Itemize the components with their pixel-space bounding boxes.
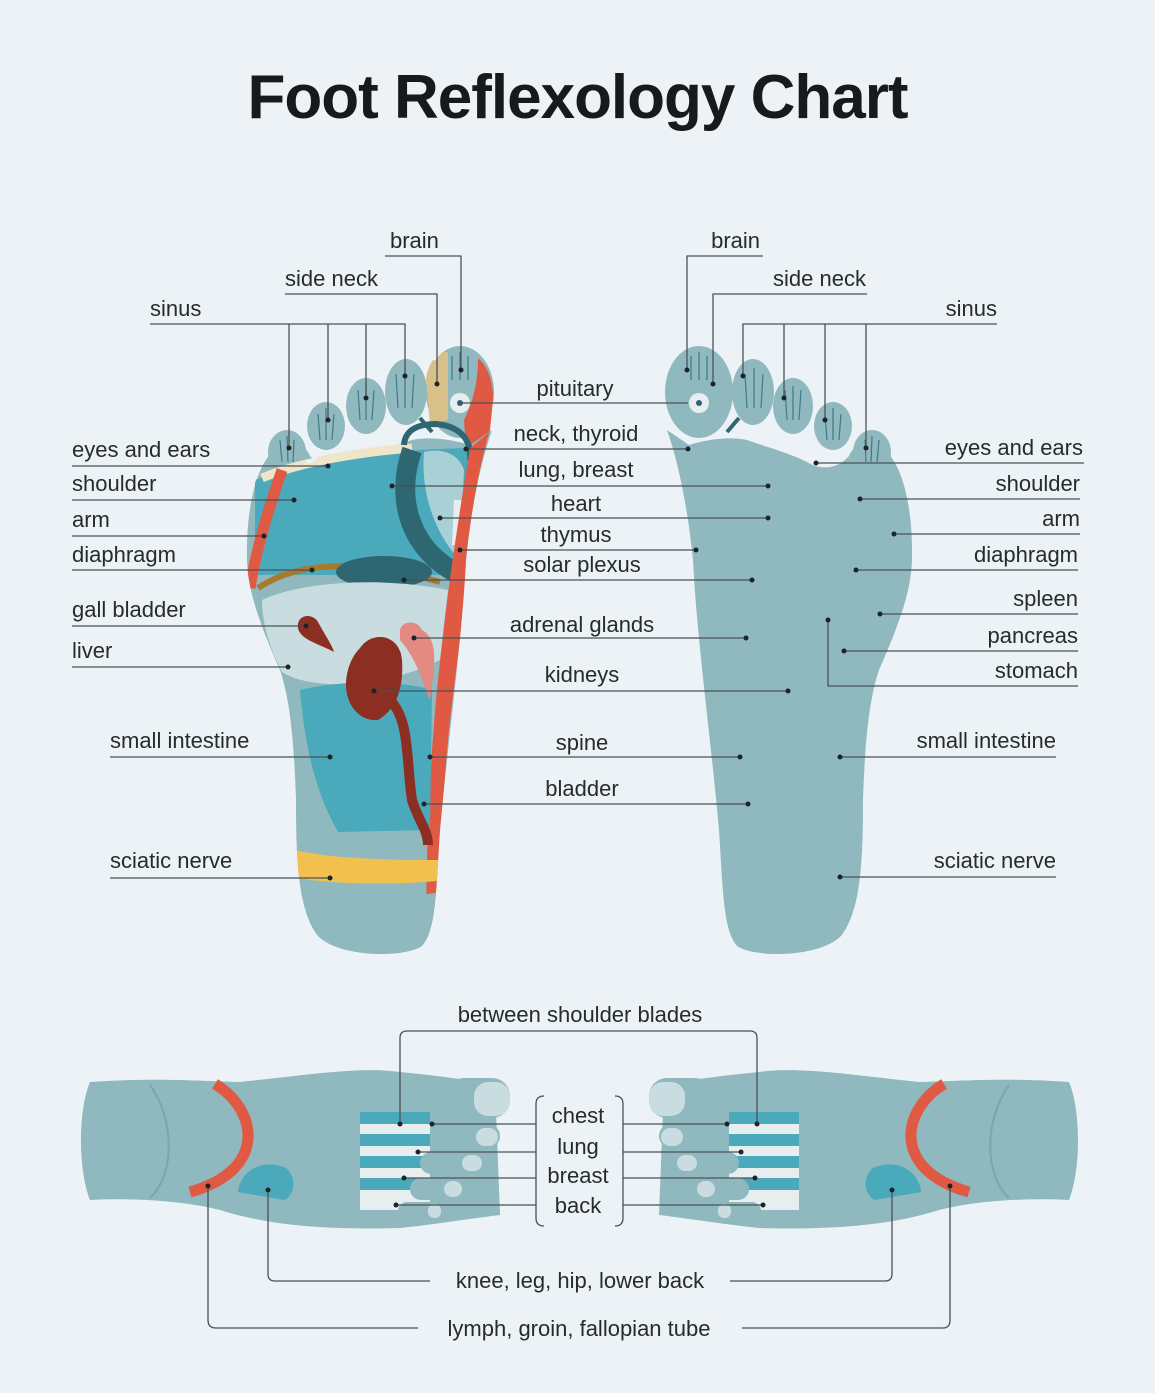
label-adrenal-glands: adrenal glands (510, 612, 654, 637)
label-between-shoulder-blades: between shoulder blades (458, 1002, 703, 1027)
left-label-side-neck: side neck (285, 266, 379, 291)
right-top-lymph-arc (905, 1079, 971, 1198)
label-bladder: bladder (545, 776, 618, 801)
label-thymus: thymus (541, 522, 612, 547)
label-spine: spine (556, 730, 609, 755)
left-label-brain: brain (390, 228, 439, 253)
left-toe-gap-1 (418, 416, 434, 434)
left-label-sinus: sinus (150, 296, 201, 321)
label-solar-plexus: solar plexus (523, 552, 640, 577)
chart-title: Foot Reflexology Chart (247, 63, 908, 132)
left-arm-stripe (246, 468, 288, 589)
left-toe-gap-2 (305, 447, 320, 464)
right-label-sinus: sinus (946, 296, 997, 321)
label-neck-thyroid: neck, thyroid (514, 421, 639, 446)
right-label-brain: brain (711, 228, 760, 253)
right-label-pancreas: pancreas (987, 623, 1078, 648)
right-label-arm: arm (1042, 506, 1080, 531)
right-label-shoulder: shoulder (996, 471, 1080, 496)
right-foot-top-view (649, 1070, 1078, 1229)
left-adrenal-gland (400, 622, 435, 700)
right-label-eyes-ears: eyes and ears (945, 435, 1083, 460)
left-foot-top-view (81, 1070, 510, 1229)
right-label-diaphragm: diaphragm (974, 542, 1078, 567)
label-lung: lung (557, 1134, 599, 1159)
label-lung-breast: lung, breast (519, 457, 634, 482)
label-lymph-groin: lymph, groin, fallopian tube (448, 1316, 711, 1341)
left-toe-light (296, 890, 440, 950)
left-sciatic-band (294, 850, 448, 884)
right-toe-2 (732, 359, 774, 425)
left-label-shoulder: shoulder (72, 471, 156, 496)
label-back: back (555, 1193, 602, 1218)
label-chest: chest (552, 1103, 605, 1128)
right-label-small-intestine: small intestine (917, 728, 1056, 753)
left-ureter-bladder (386, 696, 433, 846)
left-top-knee-zone (238, 1164, 294, 1200)
labels: brain side neck sinus brain side neck si… (72, 228, 1083, 1341)
right-label-spleen: spleen (1013, 586, 1078, 611)
right-label-stomach: stomach (995, 658, 1078, 683)
left-label-liver: liver (72, 638, 112, 663)
right-foot-sole (665, 346, 913, 955)
left-label-gall-bladder: gall bladder (72, 597, 186, 622)
label-breast: breast (547, 1163, 608, 1188)
left-top-heel-line (149, 1084, 170, 1199)
right-label-sciatic-nerve: sciatic nerve (934, 848, 1056, 873)
left-foot-sole (246, 346, 494, 955)
left-top-lymph-arc (188, 1079, 254, 1198)
left-top-stripe-1 (360, 1112, 430, 1124)
label-kidneys: kidneys (545, 662, 620, 687)
leader-dots (205, 367, 953, 1208)
left-lung-arc (395, 446, 465, 584)
label-pituitary: pituitary (536, 376, 613, 401)
left-label-eyes-ears: eyes and ears (72, 437, 210, 462)
leader-lines (72, 255, 1084, 1329)
left-toe-2 (385, 359, 427, 425)
left-kidney (346, 636, 403, 721)
right-top-knee-zone (865, 1164, 921, 1200)
left-label-sciatic-nerve: sciatic nerve (110, 848, 232, 873)
left-side-neck-zone (426, 351, 448, 424)
right-label-side-neck: side neck (773, 266, 867, 291)
left-label-diaphragm: diaphragm (72, 542, 176, 567)
label-heart: heart (551, 491, 601, 516)
right-big-toe (665, 346, 733, 438)
left-neck-arc (401, 420, 474, 461)
left-label-arm: arm (72, 507, 110, 532)
label-knee-leg-hip: knee, leg, hip, lower back (456, 1268, 705, 1293)
left-label-small-intestine: small intestine (110, 728, 249, 753)
